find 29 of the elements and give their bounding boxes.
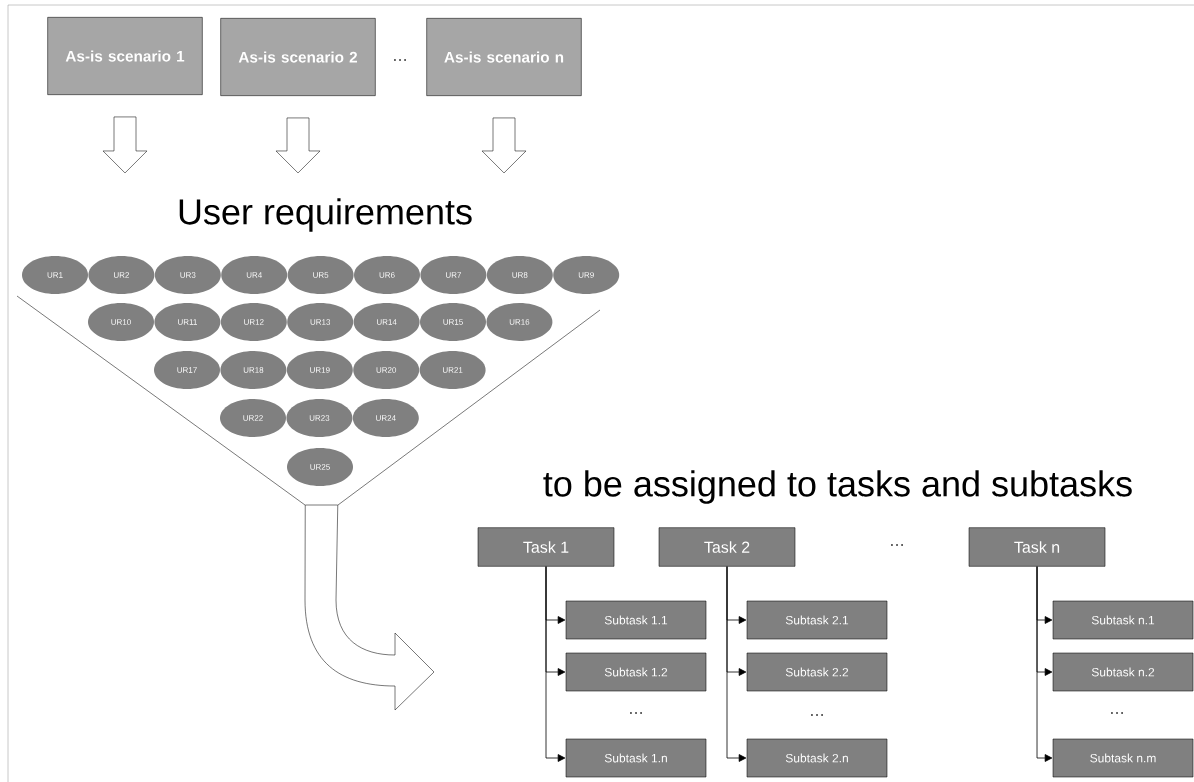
task-box: Task n: [968, 527, 1106, 567]
ellipsis: …: [630, 712, 642, 714]
subtask-box: Subtask 2.n: [746, 738, 888, 778]
subtask-box: Subtask 1.n: [565, 738, 707, 778]
subtask-box: Subtask 2.1: [746, 600, 888, 640]
ellipsis: …: [811, 714, 823, 716]
scenario-box: As-is scenario 1: [47, 17, 203, 95]
subtask-box: Subtask 2.2: [746, 652, 888, 692]
connector-arrow: [726, 566, 747, 762]
ellipsis: …: [1111, 712, 1123, 714]
subtask-box: Subtask n.m: [1052, 738, 1194, 778]
connector-arrow: [545, 566, 566, 762]
connector-arrow: [1036, 566, 1053, 762]
block-arrow: [102, 116, 148, 174]
ellipsis: …: [394, 59, 406, 61]
task-box: Task 1: [477, 527, 615, 567]
subtask-box: Subtask n.1: [1052, 600, 1194, 640]
subtask-box: Subtask n.2: [1052, 652, 1194, 692]
heading-text: User requirements: [179, 198, 472, 232]
subtask-box: Subtask 1.2: [565, 652, 707, 692]
ellipsis: …: [891, 544, 903, 546]
scenario-box: As-is scenario n: [426, 18, 582, 96]
heading-text: to be assigned to tasks and subtasks: [543, 470, 1132, 504]
curved-block-arrow: [304, 504, 435, 711]
task-box: Task 2: [658, 527, 796, 567]
scenario-box: As-is scenario 2: [220, 18, 376, 96]
block-arrow: [481, 117, 527, 174]
block-arrow: [275, 117, 321, 174]
subtask-box: Subtask 1.1: [565, 600, 707, 640]
